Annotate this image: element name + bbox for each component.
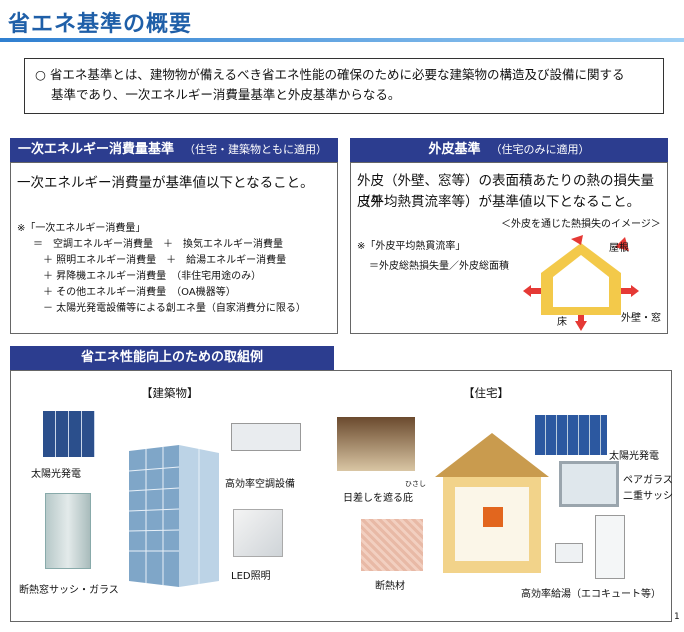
- title-bar: 省エネ基準の概要: [0, 0, 684, 44]
- label-house-insulation: 断熱材: [375, 581, 405, 592]
- envelope-lead-1: 外皮（外壁、窓等）の表面積あたりの熱の損失量（外: [357, 173, 654, 210]
- building-grid: [128, 447, 200, 585]
- formula-line: ＝ 空調エネルギー消費量 ＋ 換気エネルギー消費量: [33, 239, 283, 250]
- house-section-title: 【住宅】: [463, 386, 509, 400]
- envelope-note-label: ※「外皮平均熱貫流率」: [357, 241, 466, 252]
- measures-header: 省エネ性能向上のための取組例: [10, 346, 334, 370]
- insulation-photo: [361, 519, 423, 571]
- heat-loss-caption: ＜外皮を通じた熱損失のイメージ＞: [501, 219, 661, 230]
- aircon-image: [231, 423, 301, 451]
- page-number: 1: [674, 612, 680, 622]
- formula-line: ＋ その他エネルギー消費量 （OA機器等）: [43, 287, 236, 298]
- solar-panel-image: [43, 411, 95, 457]
- intro-line-1: ○ 省エネ基準とは、建物物が備えるべき省エネ性能の確保のために必要な建築物の構造…: [35, 65, 653, 85]
- arrow-roof-right: [615, 237, 629, 251]
- arrow-wall-right: [631, 285, 639, 297]
- envelope-header-text: 外皮基準: [428, 142, 481, 157]
- envelope-standard-box: 外皮（外壁、窓等）の表面積あたりの熱の損失量（外 皮平均熱貫流率等）が基準値以下…: [350, 162, 668, 334]
- eaves-photo: [337, 417, 415, 471]
- energy-lead: 一次エネルギー消費量が基準値以下となること。: [17, 175, 314, 191]
- energy-header-sub: （住宅・建築物ともに適用）: [184, 143, 328, 156]
- label-building-window: 断熱窓サッシ・ガラス: [19, 585, 119, 596]
- label-house-eaves: 日差しを遮る庇: [343, 493, 413, 504]
- energy-note-label: ※「一次エネルギー消費量」: [17, 223, 146, 234]
- formula-line: ＋ 照明エネルギー消費量 ＋ 給湯エネルギー消費量: [43, 255, 287, 266]
- house-interior: [553, 255, 609, 307]
- label-floor: 床: [557, 317, 567, 328]
- label-building-solar: 太陽光発電: [31, 469, 81, 480]
- envelope-note-formula: ＝外皮総熱損失量／外皮総面積: [369, 261, 509, 272]
- label-building-led: LED照明: [231, 571, 271, 582]
- house-cross-section-illustration: [435, 433, 549, 573]
- building-front: [129, 445, 179, 587]
- arrow-floor-shaft: [578, 315, 584, 321]
- arrow-wall-right-shaft: [621, 288, 631, 294]
- label-wall-window: 外壁・窓: [621, 313, 661, 324]
- intro-box: ○ 省エネ基準とは、建物物が備えるべき省エネ性能の確保のために必要な建築物の構造…: [24, 58, 664, 114]
- formula-line: － 太陽光発電設備等による創エネ量（自家消費分に限る）: [43, 303, 306, 314]
- led-light-image: [233, 509, 283, 557]
- heat-pump-image: [555, 543, 583, 563]
- arrow-floor: [575, 321, 587, 331]
- water-tank-image: [595, 515, 625, 579]
- intro-line-2: 基準であり、一次エネルギー消費量基準と外皮基準からなる。: [51, 87, 401, 102]
- arrow-roof-left: [571, 235, 583, 245]
- house-solar-panel-image: [535, 415, 607, 455]
- double-sash-image: [559, 461, 619, 507]
- label-double-sash: 二重サッシ: [623, 491, 673, 502]
- intro-text-1: 省エネ基準とは、建物物が備えるべき省エネ性能の確保のために必要な建築物の構造及び…: [49, 67, 625, 82]
- energy-standard-box: 一次エネルギー消費量が基準値以下となること。 ※「一次エネルギー消費量」 ＝ 空…: [10, 162, 338, 334]
- energy-formula: ＝ 空調エネルギー消費量 ＋ 換気エネルギー消費量 ＋ 照明エネルギー消費量 ＋…: [33, 237, 306, 317]
- label-building-aircon: 高効率空調設備: [225, 479, 295, 490]
- title-underline: [0, 38, 684, 42]
- page-title: 省エネ基準の概要: [8, 12, 193, 37]
- envelope-standard-header: 外皮基準 （住宅のみに適用）: [350, 138, 668, 162]
- heater-image: [483, 507, 503, 527]
- label-eaves-ruby: ひさし: [405, 480, 426, 488]
- intro-bullet: ○: [35, 67, 46, 82]
- energy-header-text: 一次エネルギー消費量基準: [18, 142, 175, 157]
- formula-line: ＋ 昇降機エネルギー消費量 （非住宅用途のみ）: [43, 271, 262, 282]
- heat-loss-house-illustration: [523, 235, 639, 331]
- envelope-lead-2: 皮平均熱貫流率等）が基準値以下となること。: [357, 194, 641, 210]
- building-section-title: 【建築物】: [141, 386, 199, 400]
- envelope-header-sub: （住宅のみに適用）: [490, 143, 590, 156]
- label-house-water-heater: 高効率給湯（エコキュート等）: [521, 589, 661, 600]
- office-building-illustration: [128, 445, 219, 587]
- arrow-wall-left: [523, 285, 531, 297]
- label-pair-glass: ペアガラス: [623, 475, 673, 486]
- arrow-wall-left-shaft: [531, 288, 541, 294]
- measures-box: 【建築物】 【住宅】 太陽光発電 断熱窓サッシ・ガラス 高効率空調設備 LED照…: [10, 370, 673, 622]
- label-house-solar: 太陽光発電: [609, 451, 659, 462]
- insulated-window-image: [45, 493, 91, 569]
- label-roof: 屋根: [609, 243, 629, 254]
- house-roof: [435, 433, 549, 477]
- energy-standard-header: 一次エネルギー消費量基準 （住宅・建築物ともに適用）: [10, 138, 338, 162]
